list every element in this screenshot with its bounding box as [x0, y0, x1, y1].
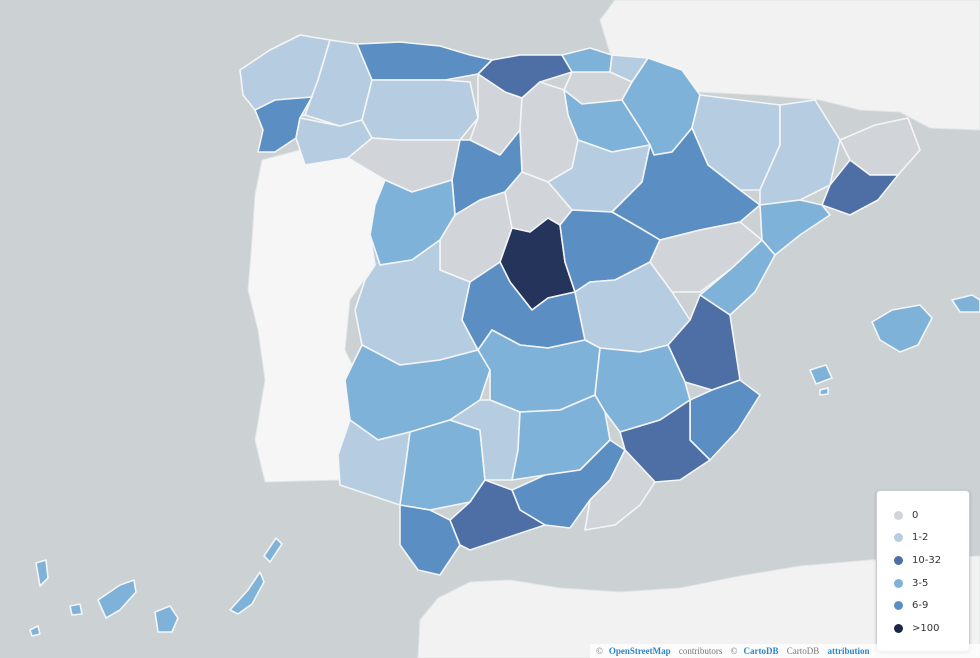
legend-label: 10-32 [912, 554, 942, 566]
legend-label: 3-5 [912, 577, 929, 589]
cartodb-text: CartoDB [786, 646, 820, 656]
legend-swatch [894, 623, 903, 633]
provinces[interactable] [239, 34, 921, 576]
legend-label: >100 [912, 622, 940, 634]
legend-label: 1-2 [912, 532, 929, 544]
province-leon[interactable] [361, 79, 479, 141]
island-la-gomera[interactable] [69, 603, 83, 616]
osm-link[interactable]: OpenStreetMap [608, 646, 671, 656]
island-lanzarote[interactable] [263, 537, 283, 563]
island-la-palma[interactable] [35, 559, 49, 587]
map-attribution: © OpenStreetMap contributors © CartoDB Car… [590, 644, 980, 658]
canary-islands[interactable] [29, 537, 283, 637]
province-almeria[interactable] [584, 449, 656, 531]
island-mallorca[interactable] [871, 304, 933, 353]
legend-label: 0 [912, 509, 919, 521]
island-ibiza[interactable] [809, 364, 833, 385]
copyright-symbol: © [596, 646, 603, 656]
island-tenerife[interactable] [97, 579, 137, 619]
island-fuerteventura[interactable] [229, 571, 265, 615]
province-barcelona[interactable] [821, 159, 899, 216]
copyright-symbol: © [730, 646, 738, 656]
legend-item: >100 [894, 617, 969, 640]
map-legend: 0 1-2 10-32 3-5 6-9 >100 [876, 490, 970, 652]
province-sevilla[interactable] [399, 419, 486, 511]
attribution-link[interactable]: attribution [827, 646, 870, 656]
cartodb-link[interactable]: CartoDB [743, 646, 779, 656]
legend-label: 6-9 [912, 600, 929, 612]
island-el-hierro[interactable] [29, 625, 41, 637]
island-formentera[interactable] [819, 387, 829, 396]
legend-item: 10-32 [894, 549, 969, 572]
island-gran-canaria[interactable] [154, 605, 179, 633]
legend-swatch [894, 510, 903, 520]
legend-swatch [894, 555, 903, 565]
province-cadiz[interactable] [399, 504, 461, 576]
balearic-islands[interactable] [809, 294, 980, 396]
island-menorca[interactable] [951, 294, 980, 313]
legend-swatch [894, 533, 903, 543]
legend-swatch [894, 578, 903, 588]
legend-item: 6-9 [894, 594, 969, 617]
legend-swatch [894, 601, 903, 611]
province-malaga[interactable] [449, 479, 546, 551]
legend-item: 1-2 [894, 527, 969, 550]
contributors-text: contributors [678, 646, 723, 656]
legend-item: 3-5 [894, 572, 969, 595]
legend-item: 0 [894, 504, 969, 527]
